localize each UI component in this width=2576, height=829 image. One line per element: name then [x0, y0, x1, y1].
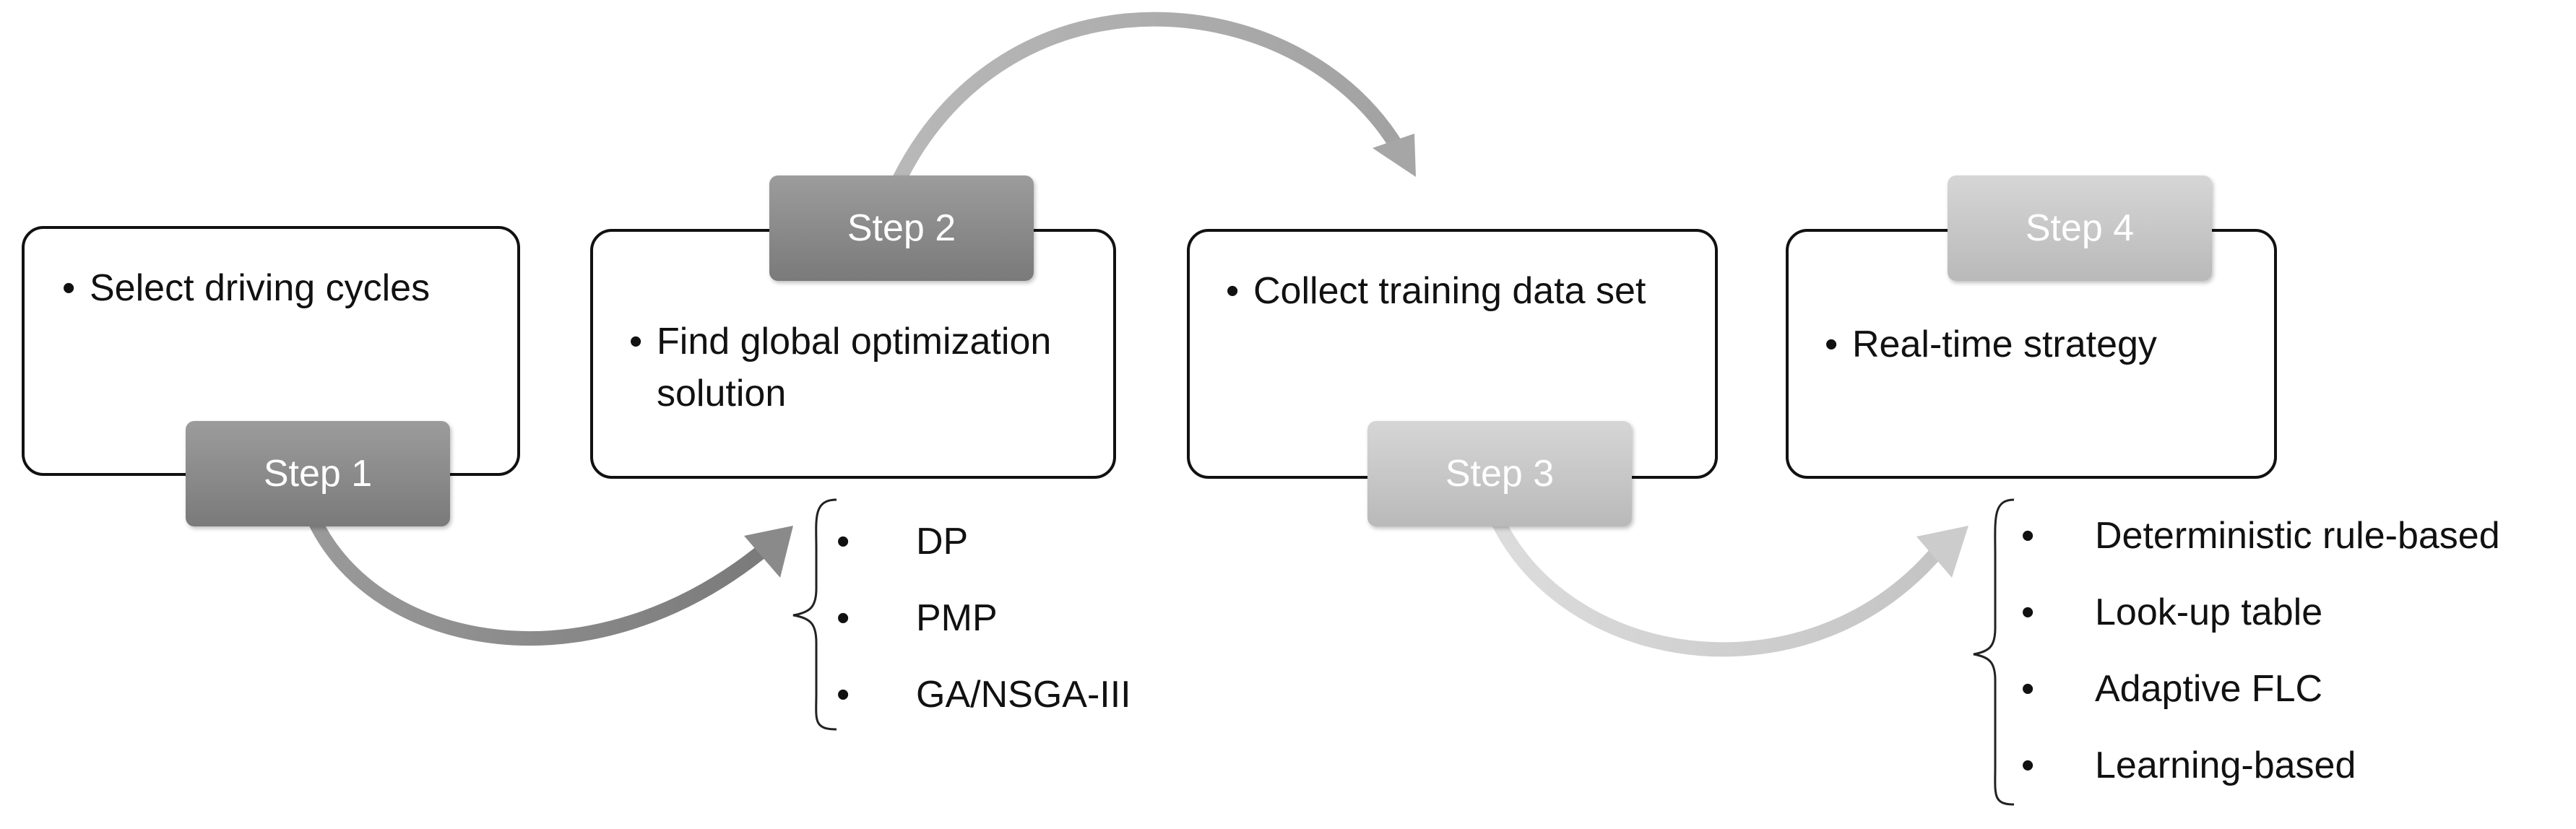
bullet-dot: • — [1226, 270, 1240, 312]
method-label: Deterministic rule-based — [2095, 515, 2500, 557]
method-label: Learning-based — [2095, 745, 2356, 786]
step2-bullet-text: Find global optimization solution — [657, 321, 1052, 414]
list-item: • Look-up table — [2021, 574, 2500, 651]
step3-bullet: • Collect training data set — [1226, 265, 1751, 317]
method-label: Look-up table — [2095, 591, 2323, 633]
arrow-head-step2 — [744, 526, 793, 578]
bullet-dot: • — [2021, 515, 2035, 557]
method-label: Adaptive FLC — [2095, 668, 2323, 710]
brace-realtime-methods — [1973, 498, 2015, 806]
step2-bullet: • Find global optimization solution — [629, 316, 1149, 420]
arrow-head-step4 — [1916, 526, 1968, 578]
step1-bullet-text: Select driving cycles — [90, 267, 431, 309]
step4-label: Step 4 — [1948, 175, 2212, 281]
method-label: DP — [916, 521, 969, 563]
list-item: • DP — [837, 503, 1131, 580]
arrow-step2-to-step3 — [892, 12, 1405, 186]
method-label: GA/NSGA-III — [916, 674, 1131, 716]
bullet-dot: • — [629, 321, 643, 363]
list-item: • GA/NSGA-III — [837, 656, 1131, 733]
method-label: PMP — [916, 597, 998, 639]
step1-label: Step 1 — [186, 421, 450, 526]
arrow-head-step3 — [1373, 134, 1416, 177]
step2-label: Step 2 — [769, 175, 1034, 281]
global-methods-list: • DP • PMP • GA/NSGA-III — [837, 503, 1131, 733]
list-item: • Learning-based — [2021, 727, 2500, 804]
bullet-dot: • — [1825, 324, 1838, 365]
step1-bullet: • Select driving cycles — [62, 262, 555, 314]
step3-bullet-text: Collect training data set — [1253, 270, 1646, 312]
bullet-dot: • — [837, 521, 850, 563]
step4-bullet: • Real-time strategy — [1825, 318, 2310, 370]
arrow-step3-to-step4 — [1492, 516, 1947, 657]
list-item: • Deterministic rule-based — [2021, 498, 2500, 574]
list-item: • PMP — [837, 580, 1131, 656]
arrow-step1-to-step2 — [307, 513, 777, 646]
brace-global-methods — [792, 498, 837, 731]
bullet-dot: • — [2021, 745, 2035, 786]
bullet-dot: • — [2021, 591, 2035, 633]
step3-label: Step 3 — [1367, 421, 1632, 526]
bullet-dot: • — [837, 597, 850, 639]
realtime-methods-list: • Deterministic rule-based • Look-up table… — [2021, 498, 2500, 804]
bullet-dot: • — [62, 267, 76, 309]
list-item: • Adaptive FLC — [2021, 651, 2500, 727]
bullet-dot: • — [837, 674, 850, 716]
bullet-dot: • — [2021, 668, 2035, 710]
step4-bullet-text: Real-time strategy — [1852, 324, 2157, 365]
